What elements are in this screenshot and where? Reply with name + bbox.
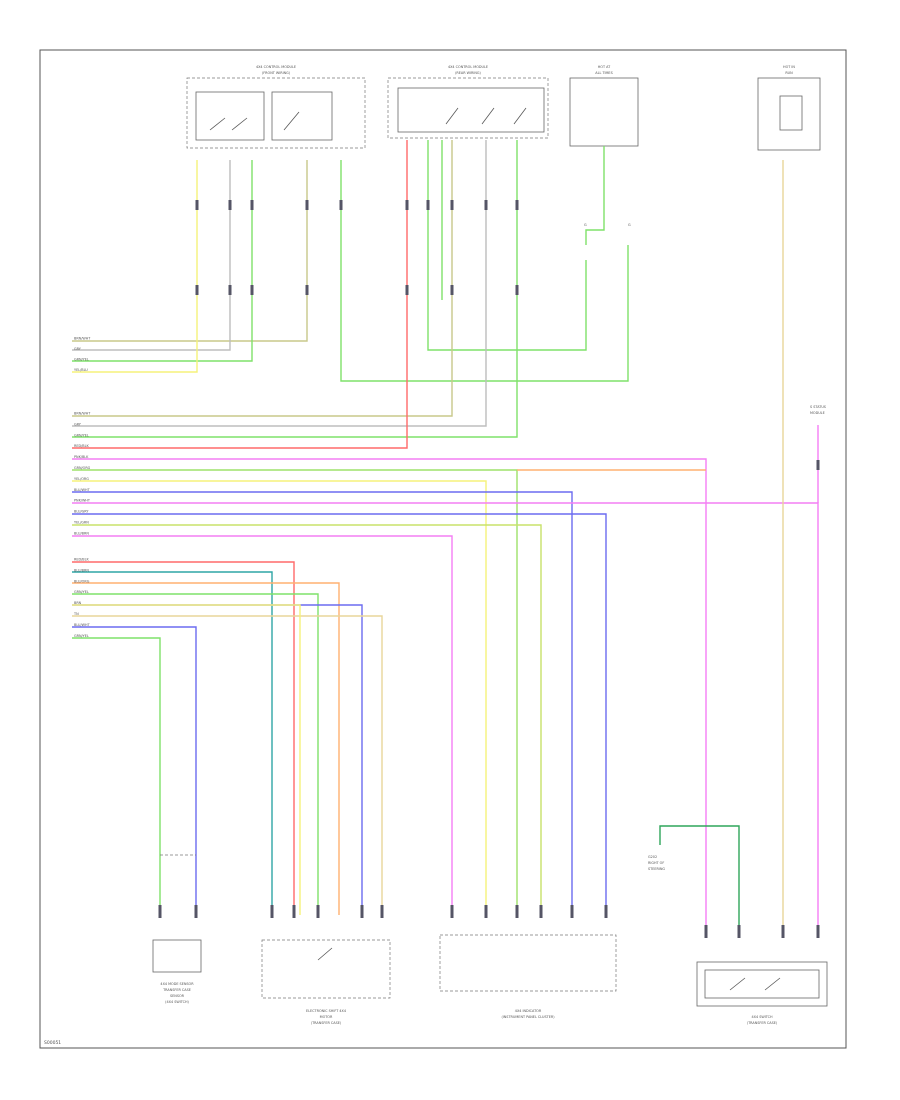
left-ground-title-2: RIGHT OF [648, 861, 664, 865]
bottom-right-title-1: 4X4 SWITCH [751, 1015, 772, 1019]
wire-label: YEL/ORG [74, 477, 89, 481]
bottom-2-title-2: MOTOR [320, 1015, 333, 1019]
top-left-module-title-2: (FRONT WIRING) [262, 71, 291, 75]
relay-module-title-2: ALL TIMES [595, 71, 612, 75]
wire-label: BRN/WHT [74, 412, 91, 416]
wire-label: BLU/GRY [74, 510, 89, 514]
ground-label-b: G [628, 223, 631, 227]
bottom-left-title-1: 4X4 MODE SENSOR [160, 982, 194, 986]
bottom-right-title-2: (TRANSFER CASE) [747, 1021, 778, 1025]
wire-label: GRY [74, 347, 82, 351]
wire-label: PNK/WHT [74, 499, 91, 503]
left-ground-title-3: STEERING [648, 867, 665, 871]
wire-label: BLU/WHT [74, 623, 91, 627]
wire-label: RED/BLK [74, 558, 89, 562]
wire-group-3 [72, 561, 383, 915]
right-module-title-2: RUN [785, 71, 793, 75]
bottom-component-3: 4X4 INDICATOR (INSTRUMENT PANEL CLUSTER) [439, 934, 617, 1019]
bottom-3-title-1: 4X4 INDICATOR [515, 1009, 542, 1013]
wire-group-1 [72, 160, 308, 373]
bottom-right-component: 4X4 SWITCH (TRANSFER CASE) [696, 961, 828, 1025]
wire-label: RED/BLK [74, 444, 89, 448]
wire-label: GRN/YEL [74, 590, 89, 594]
wire-labels-group-3: RED/BLK BLU/BRN BLU/ORG GRN/YEL BRN TN BLU/WHT… [73, 558, 91, 638]
wire-label: GRN/YEL [74, 634, 89, 638]
right-module-title-1: HOT IN [783, 65, 795, 69]
bottom-2-title-1: ELECTRONIC SHIFT 4X4 [306, 1009, 346, 1013]
wire-label: TN [73, 612, 79, 616]
wire-label: BRN [74, 601, 82, 605]
splice-right-title-1: S STATUS [810, 405, 826, 409]
wire-ground-loop [659, 825, 740, 925]
bottom-left-title-3: SENSOR [170, 994, 185, 998]
connectors [158, 200, 820, 938]
bottom-2-title-3: (TRANSFER CASE) [311, 1021, 342, 1025]
wire-label: BRN/WHT [74, 337, 91, 341]
right-module: HOT IN RUN [757, 65, 821, 151]
top-center-module-title-2: (REAR WIRING) [455, 71, 481, 75]
top-left-module-title-1: 4X4 CONTROL MODULE [256, 65, 296, 69]
wire-group-2 [72, 140, 819, 925]
wire-label: GRY [74, 422, 82, 426]
bottom-3-title-2: (INSTRUMENT PANEL CLUSTER) [501, 1015, 555, 1019]
wire-green-center-loop [427, 140, 587, 351]
relay-module-title-1: HOT AT [598, 65, 611, 69]
wire-yellow-mid [72, 604, 301, 915]
footer-code: S00051 [44, 1040, 61, 1046]
wire-green-loop [340, 160, 629, 382]
bottom-left-title-2: TRANSFER CASE [162, 988, 191, 992]
wire-label: YEL/GRN [74, 521, 89, 525]
wire-labels-group-2: BRN/WHT GRY GRN/YEL RED/BLK PNK/BLK GRN/ORG YE… [74, 412, 91, 536]
wire-label: YEL/BLU [74, 368, 88, 372]
wire-label: PNK/BLK [74, 455, 89, 459]
top-left-module: 4X4 CONTROL MODULE (FRONT WIRING) [186, 65, 366, 149]
wire-label: BLU/BRN [74, 568, 89, 572]
wire-label: GRN/YEL [74, 358, 89, 362]
ground-label-a: G [584, 223, 587, 227]
bottom-left-component: 4X4 MODE SENSOR TRANSFER CASE SENSOR (4X… [152, 854, 202, 1004]
wire-label: BLU/BRN [74, 531, 89, 535]
diagram-frame [39, 49, 847, 1049]
wire-label: BLU/ORG [74, 579, 90, 583]
wire-label: GRN/ORG [74, 466, 91, 470]
top-center-module: 4X4 CONTROL MODULE (REAR WIRING) [387, 65, 549, 139]
splice-right-title-2: MODULE [810, 411, 825, 415]
wire-labels-group-1: BRN/WHT GRY GRN/YEL YEL/BLU [74, 337, 91, 373]
bottom-left-title-4: (4X4 SWITCH) [165, 1000, 189, 1004]
wire-green-relay [585, 146, 605, 245]
wire-label: GRN/YEL [74, 433, 89, 437]
relay-module: HOT AT ALL TIMES [569, 65, 639, 147]
left-ground-title-1: G202 [648, 855, 657, 859]
wire-label: BLU/WHT [74, 488, 91, 492]
bottom-component-2: ELECTRONIC SHIFT 4X4 MOTOR (TRANSFER CAS… [261, 939, 391, 1025]
top-center-module-title-1: 4X4 CONTROL MODULE [448, 65, 488, 69]
